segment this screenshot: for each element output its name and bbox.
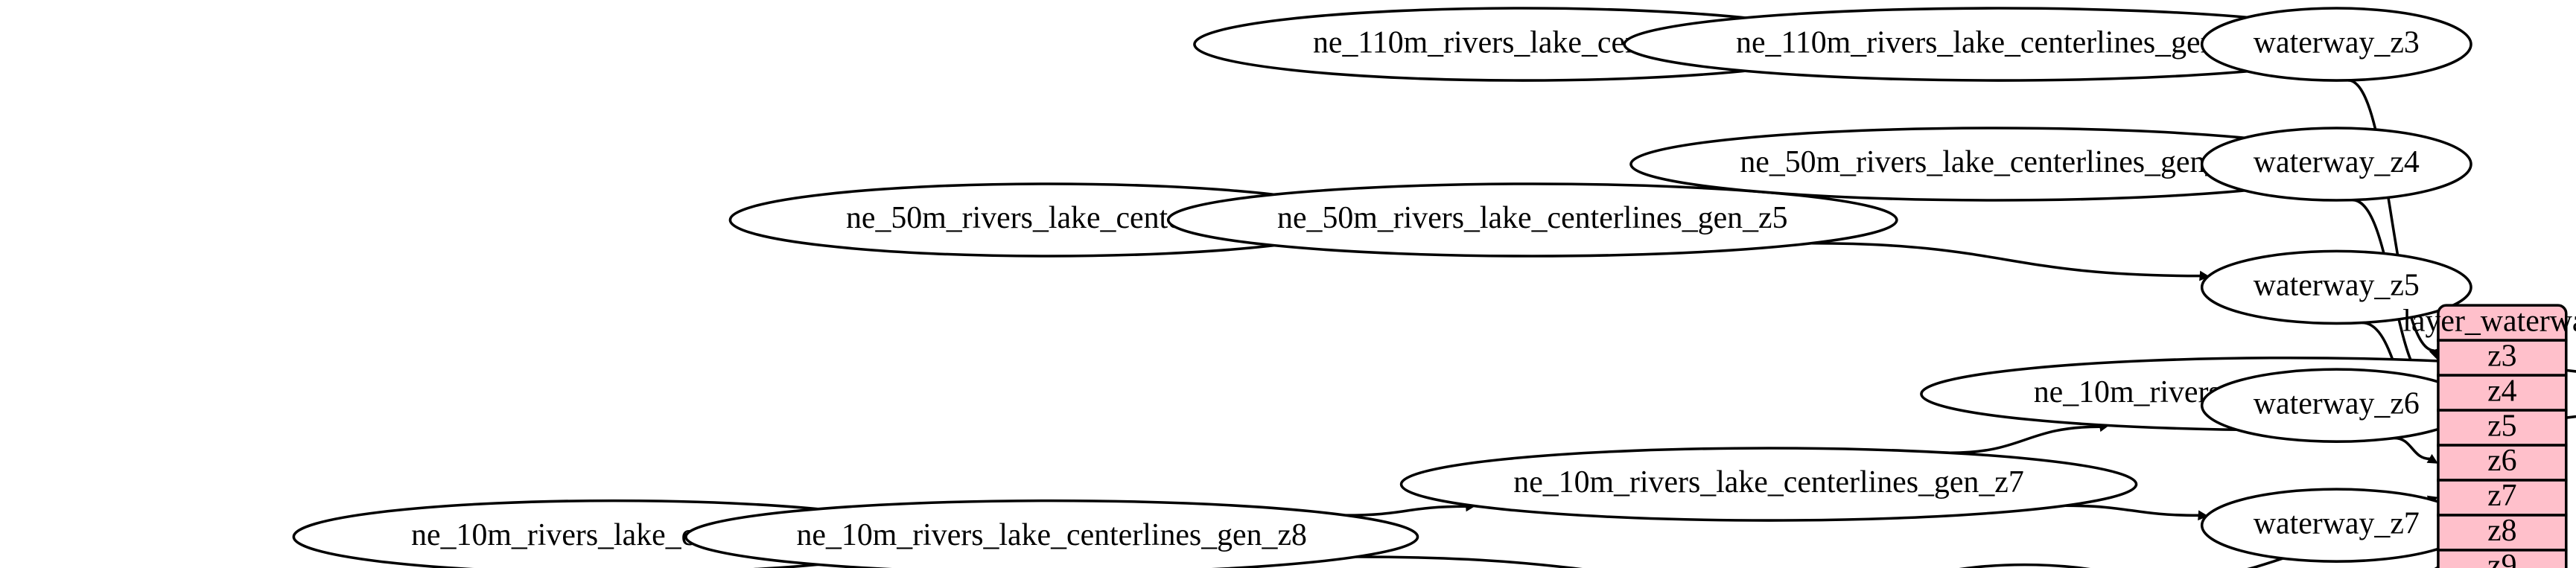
edge-waterway_z3--to--layer_waterway:z3 [2347,79,2435,352]
layer-table-row-label-z7: z7 [2487,479,2516,513]
node-waterway_z7[interactable]: waterway_z7 [2200,488,2472,563]
node-waterway_z8[interactable]: waterway_z8 [1890,563,2159,568]
node-shape [2200,249,2472,325]
layer-table-row-z6[interactable] [2437,444,2568,482]
edge-ne_50m_rivers_lake_centerlines_gen_z5--to--waterway_z5 [1810,242,2201,278]
node-ne_10m_rivers_lake_centerlines_gen_z7[interactable]: ne_10m_rivers_lake_centerlines_gen_z7 [1399,447,2138,522]
node-ne_10m_rivers_lake_centerlines_gen_z8[interactable]: ne_10m_rivers_lake_centerlines_gen_z8 [684,499,1419,568]
node-shape [1399,447,2138,522]
edge-ne_10m_rivers_lake_centerlines_gen_z8--to--ne_10m_rivers_lake_centerlines_gen_z7 [1345,505,1467,517]
layer-table-row-label-z6: z6 [2487,444,2516,478]
layer-table-row-z3[interactable] [2437,339,2568,377]
node-shape [1166,182,1898,258]
arrow-head-icon [2198,510,2209,521]
layer-table-row-label-z3: z3 [2487,339,2516,373]
edge-ne_10m_rivers_lake_centerlines_gen_z8--to--waterway_z8 [1356,555,1583,568]
node-waterway_z6[interactable]: waterway_z6 [2200,368,2472,443]
nodes-layer: imposm3osm_waterway_linestringosm_import… [292,7,2576,568]
node-label: ne_10m_rivers_lake_centerlines_gen_z7 [1513,465,2023,500]
layer-table-row-z9[interactable] [2437,549,2568,568]
node-label: waterway_z3 [2254,25,2420,60]
layer-table-row-label-z5: z5 [2487,409,2516,443]
layer-table-row-z7[interactable] [2437,479,2568,517]
node-ne_50m_rivers_lake_centerlines_gen_z5[interactable]: ne_50m_rivers_lake_centerlines_gen_z5 [1166,182,1898,258]
layer-table-row-label-z4: z4 [2487,374,2517,408]
layer-table-title: layer_waterway [2402,304,2576,338]
node-ne_110m_rivers_lake_centerlines_gen_z3[interactable]: ne_110m_rivers_lake_centerlines_gen_z3 [1623,7,2374,82]
arrow-head-icon [2426,453,2438,464]
layer-table-row-z4[interactable] [2437,374,2568,412]
node-label: waterway_z5 [2254,269,2420,303]
node-label: ne_50m_rivers_lake_centerlines_gen_z4 [1740,145,2251,179]
node-label: waterway_z7 [2254,506,2420,540]
node-shape [2200,7,2472,82]
layer-waterway-table: layer_waterwayz3z4z5z6z7z8z9z10z11z12z13… [2402,304,2576,568]
arrow-head-icon [2199,270,2210,281]
node-label: waterway_z4 [2254,145,2420,179]
layer-table-row-label-z8: z8 [2487,514,2516,548]
node-waterway_z5[interactable]: waterway_z5 [2200,249,2472,325]
node-shape [2200,127,2472,202]
edge-waterway_z6--to--layer_waterway:z6 [2394,436,2431,461]
node-label: ne_10m_rivers_lake_centerlines_gen_z8 [797,518,1307,552]
node-label: waterway_z6 [2254,386,2420,421]
node-shape [684,499,1419,568]
layer-table-row-label-z9: z9 [2487,549,2516,568]
node-shape [1959,563,2091,568]
node-waterway_z3[interactable]: waterway_z3 [2200,7,2472,82]
edge-ne_10m_rivers_lake_centerlines_gen_z7--to--waterway_z7 [2064,504,2199,517]
node-waterway_z4[interactable]: waterway_z4 [2200,127,2472,202]
arrow-head-icon [2429,348,2439,360]
node-label: ne_50m_rivers_lake_centerlines_gen_z5 [1277,201,1787,235]
node-ne_50m_rivers_lake_centerlines[interactable]: ne_50m_rivers_lake_centerlines [728,182,1369,258]
edge-ne_10m_rivers_lake_centerlines_gen_z7--to--ne_10m_rivers_lake_centerlines_gen_z6 [1950,425,2101,455]
node-label: ne_110m_rivers_lake_centerlines_gen_z3 [1736,25,2261,60]
